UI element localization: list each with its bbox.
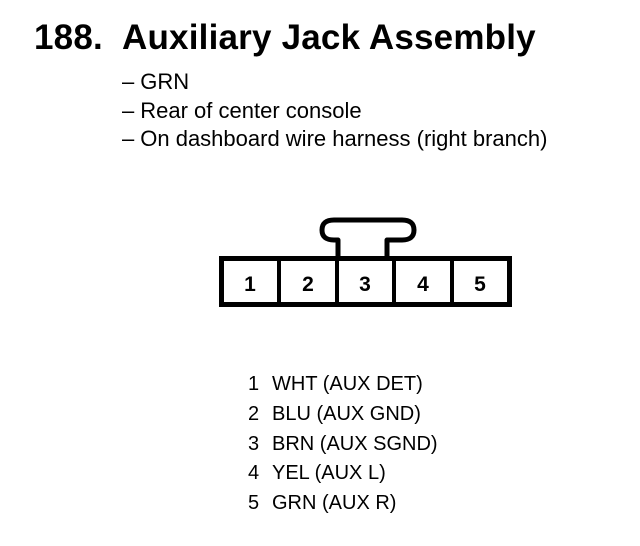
terminal-label-3: 3 xyxy=(359,273,371,296)
list-item: 5 GRN (AUX R) xyxy=(248,489,438,519)
detail-dash: – xyxy=(122,97,135,123)
list-item: 2 BLU (AUX GND) xyxy=(248,400,438,430)
list-item: 3 BRN (AUX SGND) xyxy=(248,430,438,460)
location-details: –GRN –Rear of center console –On dashboa… xyxy=(122,68,547,154)
detail-text: On dashboard wire harness (right branch) xyxy=(140,126,548,151)
detail-dash: – xyxy=(122,126,135,151)
pin-number: 3 xyxy=(248,432,260,455)
terminal-label-2: 2 xyxy=(302,273,314,296)
pin-description: WHT (AUX DET) xyxy=(272,373,423,395)
detail-text: Rear of center console xyxy=(140,97,362,123)
pin-number: 2 xyxy=(248,402,260,425)
list-item: 1 WHT (AUX DET) xyxy=(248,370,438,400)
pin-description: BRN (AUX SGND) xyxy=(272,432,438,455)
list-item: 4 YEL (AUX L) xyxy=(248,459,438,489)
connector-housing xyxy=(219,256,512,307)
terminal-label-1: 1 xyxy=(244,273,256,296)
component-number: 188. xyxy=(34,18,103,57)
detail-dash: – xyxy=(122,69,135,94)
detail-color: –GRN xyxy=(122,68,547,97)
pin-description: BLU (AUX GND) xyxy=(272,402,421,425)
component-name: Auxiliary Jack Assembly xyxy=(122,18,536,57)
terminal-label-4: 4 xyxy=(417,273,429,296)
pin-number: 4 xyxy=(248,462,260,485)
page-title: 188. Auxiliary Jack Assembly xyxy=(34,16,536,60)
pin-number: 1 xyxy=(248,373,260,395)
detail-location: –Rear of center console xyxy=(122,97,547,126)
terminal-label-5: 5 xyxy=(474,273,486,296)
pin-number: 5 xyxy=(248,492,260,515)
connector-lock-tab xyxy=(319,217,417,256)
detail-harness: –On dashboard wire harness (right branch… xyxy=(122,125,547,154)
pin-description: GRN (AUX R) xyxy=(272,492,397,515)
pin-assignment-list: 1 WHT (AUX DET) 2 BLU (AUX GND) 3 BRN (AUX … xyxy=(248,370,438,519)
detail-text: GRN xyxy=(140,69,190,94)
pin-description: YEL (AUX L) xyxy=(272,462,386,485)
